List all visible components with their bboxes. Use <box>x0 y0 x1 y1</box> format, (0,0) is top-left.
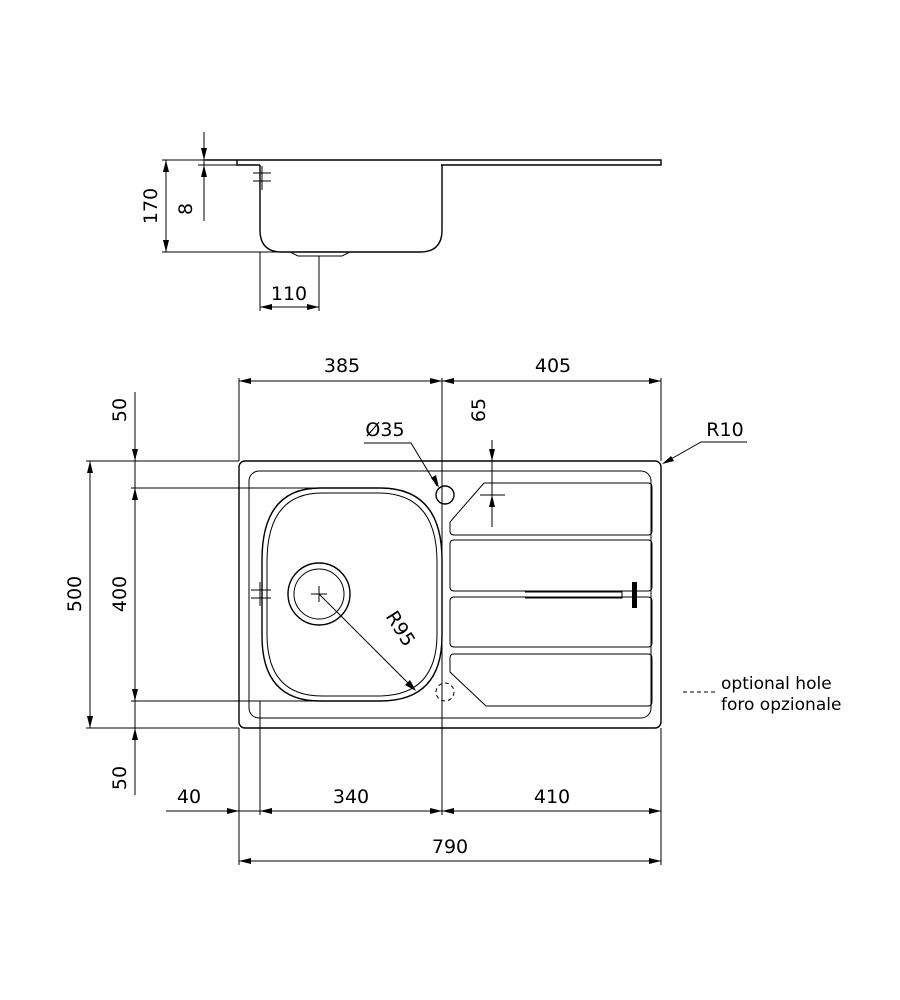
dim-500-arrow-top <box>87 461 93 473</box>
top-drain-inner <box>293 568 345 620</box>
dim-790-arrow-left <box>239 858 251 864</box>
top-drain-outer <box>287 562 351 626</box>
side-dim-170-lines <box>162 159 290 253</box>
side-center-mark <box>253 166 271 190</box>
dim-340-arrow-right <box>430 808 442 814</box>
drainer-rib-4 <box>449 653 653 707</box>
dim-50-top: 50 <box>109 398 131 422</box>
dim-385-lines <box>238 378 443 815</box>
dim-40-arrow <box>227 808 239 814</box>
dim-385-arrow-right <box>430 378 442 384</box>
dim-405-arrow-right <box>649 378 661 384</box>
dim-340-arrow-left <box>260 808 272 814</box>
dim-385-arrow-left <box>239 378 251 384</box>
dim-385: 385 <box>324 355 360 377</box>
side-dim-110-arrow-right <box>307 304 319 310</box>
side-dim-110: 110 <box>271 283 307 305</box>
dim-35-arrow <box>431 475 439 488</box>
drainer-overflow-slot <box>525 591 623 599</box>
dim-400-arrow-top <box>132 488 138 500</box>
dim-405-arrow-left <box>442 378 454 384</box>
dim-35: Ø35 <box>365 419 404 441</box>
dim-bottom-extension-lines <box>238 701 662 865</box>
dim-790-arrow-right <box>649 858 661 864</box>
side-bowl-profile <box>259 165 443 253</box>
dim-35-leader <box>364 442 438 487</box>
dim-340: 340 <box>333 786 369 808</box>
side-dim-110-arrow-left <box>260 304 272 310</box>
dim-50-bottom: 50 <box>109 766 131 790</box>
dim-500: 500 <box>64 576 86 612</box>
tap-hole <box>435 485 455 505</box>
side-dim-170-arrow-top <box>163 160 169 172</box>
drainer-rib-2 <box>449 539 653 592</box>
side-deck-plate <box>205 159 662 166</box>
legend-line-1: optional hole <box>721 674 832 694</box>
dim-50-top-arrow <box>132 449 138 461</box>
dim-400: 400 <box>109 576 131 612</box>
dim-65-arrow-bottom <box>489 495 495 507</box>
legend-line-2: foro opzionale <box>721 695 841 715</box>
top-view: 385 405 65 Ø35 R10 R95 500 <box>64 355 747 865</box>
top-bowl-inner-edge <box>266 492 438 697</box>
side-dim-8-arrow-top <box>201 148 207 160</box>
dim-405: 405 <box>535 355 571 377</box>
brand-logo-mark <box>632 582 637 608</box>
dim-r10-leader <box>663 441 747 464</box>
dim-r95-arrow <box>405 680 416 691</box>
drainer-rib-3 <box>449 596 653 648</box>
side-view: 170 8 110 <box>140 132 662 311</box>
dim-65: 65 <box>468 398 490 422</box>
dim-405-lines <box>442 378 662 461</box>
top-inner-rim <box>248 470 652 719</box>
dim-400-arrow-bottom <box>132 689 138 701</box>
side-dim-8: 8 <box>175 203 197 215</box>
dim-r95-leader <box>318 593 414 689</box>
dim-65-arrow-top <box>489 449 495 461</box>
dim-410-arrow-left <box>442 808 454 814</box>
dim-500-arrow-bottom <box>87 716 93 728</box>
dim-410: 410 <box>534 786 570 808</box>
dim-50-bottom-arrow <box>132 728 138 740</box>
top-bowl <box>261 487 443 702</box>
side-dim-170: 170 <box>140 188 162 224</box>
side-dim-8-arrow-bottom <box>201 165 207 177</box>
side-drain-outlet <box>289 251 351 257</box>
dim-left-extension-lines <box>86 460 320 729</box>
dim-r10: R10 <box>706 419 743 441</box>
dim-r10-arrow <box>662 456 674 464</box>
optional-hole <box>435 682 455 702</box>
legend-optional-hole: optional hole foro opzionale <box>683 674 841 715</box>
top-outer-deck <box>238 460 662 729</box>
side-dim-170-arrow-bottom <box>163 240 169 252</box>
dim-410-arrow-right <box>649 808 661 814</box>
dim-40: 40 <box>177 786 201 808</box>
dim-790: 790 <box>432 836 468 858</box>
drainer-rib-1 <box>449 482 653 536</box>
top-left-mark <box>251 582 271 606</box>
dim-r95: R95 <box>381 607 419 650</box>
